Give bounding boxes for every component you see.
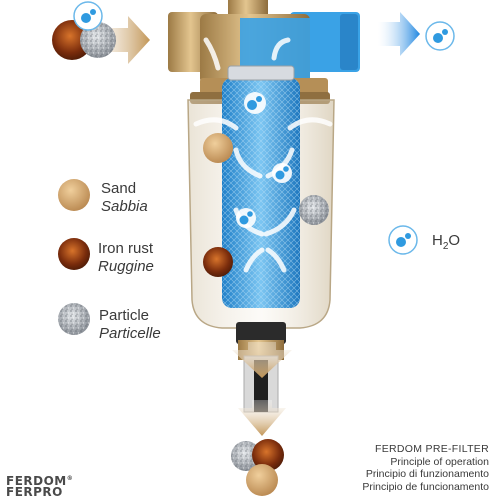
brand-line1: FERDOM xyxy=(6,474,67,488)
legend-particle-label-it: Particelle xyxy=(99,325,161,342)
caption-line-en: Principle of operation xyxy=(390,455,489,468)
legend-sand-label: Sand xyxy=(101,180,137,197)
legend-sand-label-it: Sabbia xyxy=(101,198,148,215)
legend-particle: Particle Particelle xyxy=(99,307,161,343)
caption-title: FERDOM PRE-FILTER xyxy=(375,443,489,455)
legend-iron-rust: Iron rust Ruggine xyxy=(98,240,154,276)
caption-line-pt: Principio de funcionamento xyxy=(362,480,489,493)
legend-water-label: H2O xyxy=(432,232,461,252)
legend-sand: Sand Sabbia xyxy=(101,180,148,216)
legend-iron-rust-label: Iron rust xyxy=(98,240,154,257)
sand-icon xyxy=(246,464,278,496)
legend-particle-label: Particle xyxy=(99,307,150,324)
outlet-arrow xyxy=(378,12,420,56)
top-nut xyxy=(228,0,268,18)
brand-logo: FERDOM® FERPRO xyxy=(6,474,74,499)
iron-rust-icon xyxy=(52,20,92,60)
legend-iron-rust-label-it: Ruggine xyxy=(98,258,154,275)
brand-line2: FERPRO xyxy=(6,485,63,499)
legend-sand-icon xyxy=(58,179,90,211)
drain-valve-nut xyxy=(236,322,286,344)
legend-iron-rust-icon xyxy=(58,238,90,270)
drain-arrow-bottom xyxy=(238,400,286,436)
sand-icon xyxy=(203,133,233,163)
drain-arrow-top xyxy=(232,342,292,378)
iron-rust-icon xyxy=(252,439,284,471)
water-molecule-icon xyxy=(236,92,292,228)
caption-line-it: Principio di funzionamento xyxy=(365,468,489,481)
caption: FERDOM PRE-FILTER Principle of operation… xyxy=(362,443,489,493)
iron-rust-icon xyxy=(203,247,233,277)
